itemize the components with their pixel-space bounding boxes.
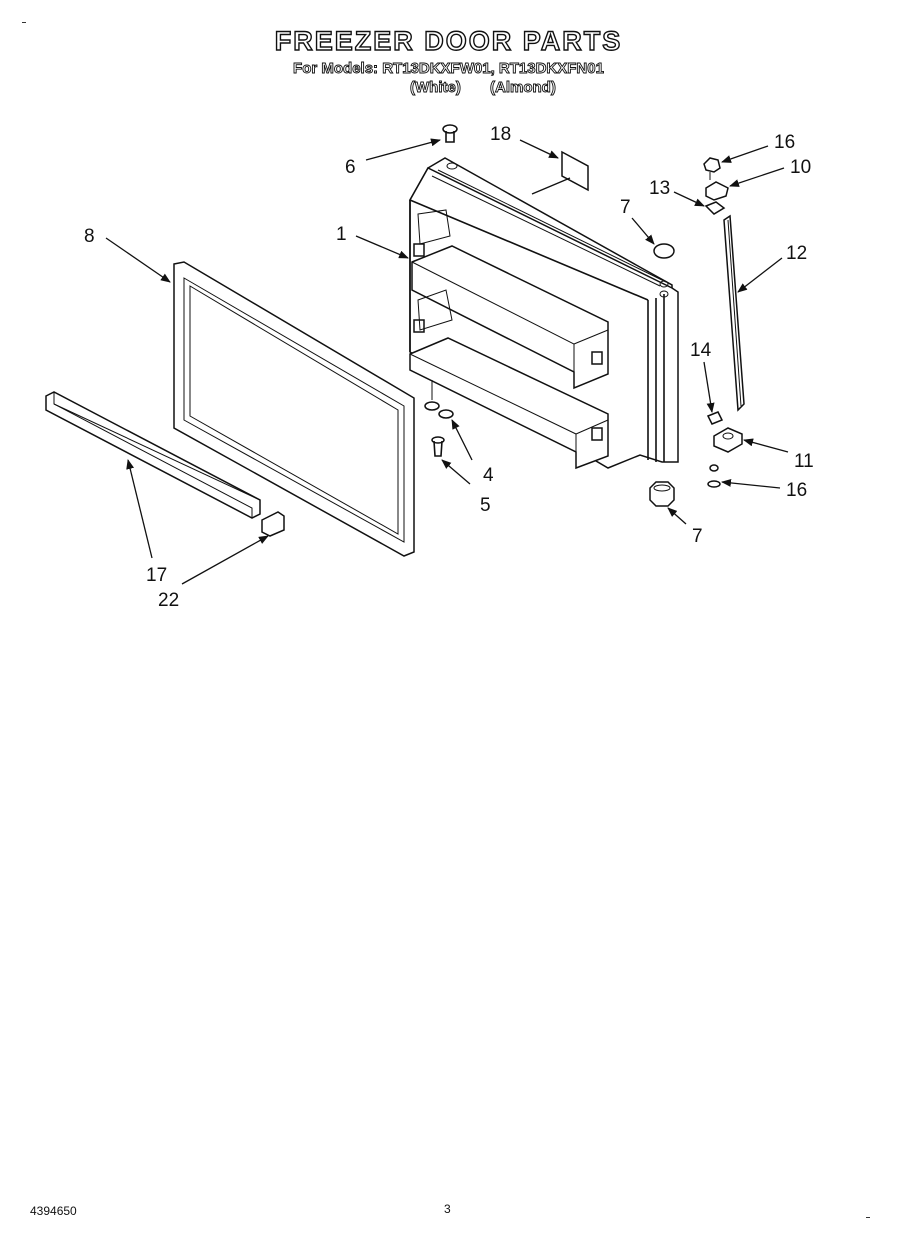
- door-stop-part: [424, 380, 454, 419]
- color-almond-label: (Almond): [490, 79, 557, 97]
- callout-16-bottom: 16: [786, 480, 807, 501]
- top-screw-part: [442, 124, 458, 170]
- callout-6: 6: [345, 157, 356, 178]
- callout-4: 4: [483, 465, 494, 486]
- models-line: For Models: RT13DKXFW01, RT13DKXFN01: [293, 60, 605, 78]
- callout-5: 5: [480, 495, 491, 516]
- hinge-pin-top-part: [704, 201, 726, 215]
- hinge-cover-part: [723, 214, 745, 412]
- callout-14: 14: [690, 340, 712, 361]
- hinge-bracket-top-part: [705, 181, 729, 201]
- callout-17: 17: [146, 565, 167, 586]
- page-number: 3: [444, 1202, 451, 1216]
- plug-top-part: [653, 243, 675, 298]
- end-cap-part: [261, 511, 285, 537]
- label-part: [561, 150, 589, 192]
- screw-part: [431, 436, 445, 457]
- corner-mark-top-left: [22, 22, 26, 23]
- color-white-label: (White): [410, 79, 462, 97]
- callout-1: 1: [336, 224, 347, 245]
- callout-11: 11: [794, 451, 814, 472]
- callout-18: 18: [490, 124, 511, 145]
- hinge-pin-bottom-part: [706, 411, 724, 425]
- callout-8: 8: [84, 226, 95, 247]
- callout-7-bottom: 7: [692, 526, 703, 547]
- callout-10: 10: [790, 157, 811, 178]
- callout-16-top: 16: [774, 132, 795, 153]
- hinge-screw-bottom-part: [707, 464, 721, 488]
- leader-arrows: [105, 138, 789, 585]
- door-gasket-part: [173, 261, 415, 557]
- callout-22: 22: [158, 590, 179, 611]
- page-title: FREEZER DOOR PARTS: [274, 25, 623, 56]
- callout-13: 13: [649, 178, 670, 199]
- doc-number: 4394650: [30, 1204, 77, 1218]
- door-liner-part: [408, 157, 679, 470]
- hinge-screw-top-part: [703, 157, 721, 180]
- callout-7-top: 7: [620, 197, 631, 218]
- corner-mark-bottom-right: [866, 1217, 870, 1218]
- hinge-bracket-bottom-part: [713, 427, 743, 453]
- callout-12: 12: [786, 243, 807, 264]
- trim-strip-part: [45, 391, 261, 519]
- bushing-bottom-part: [649, 481, 675, 507]
